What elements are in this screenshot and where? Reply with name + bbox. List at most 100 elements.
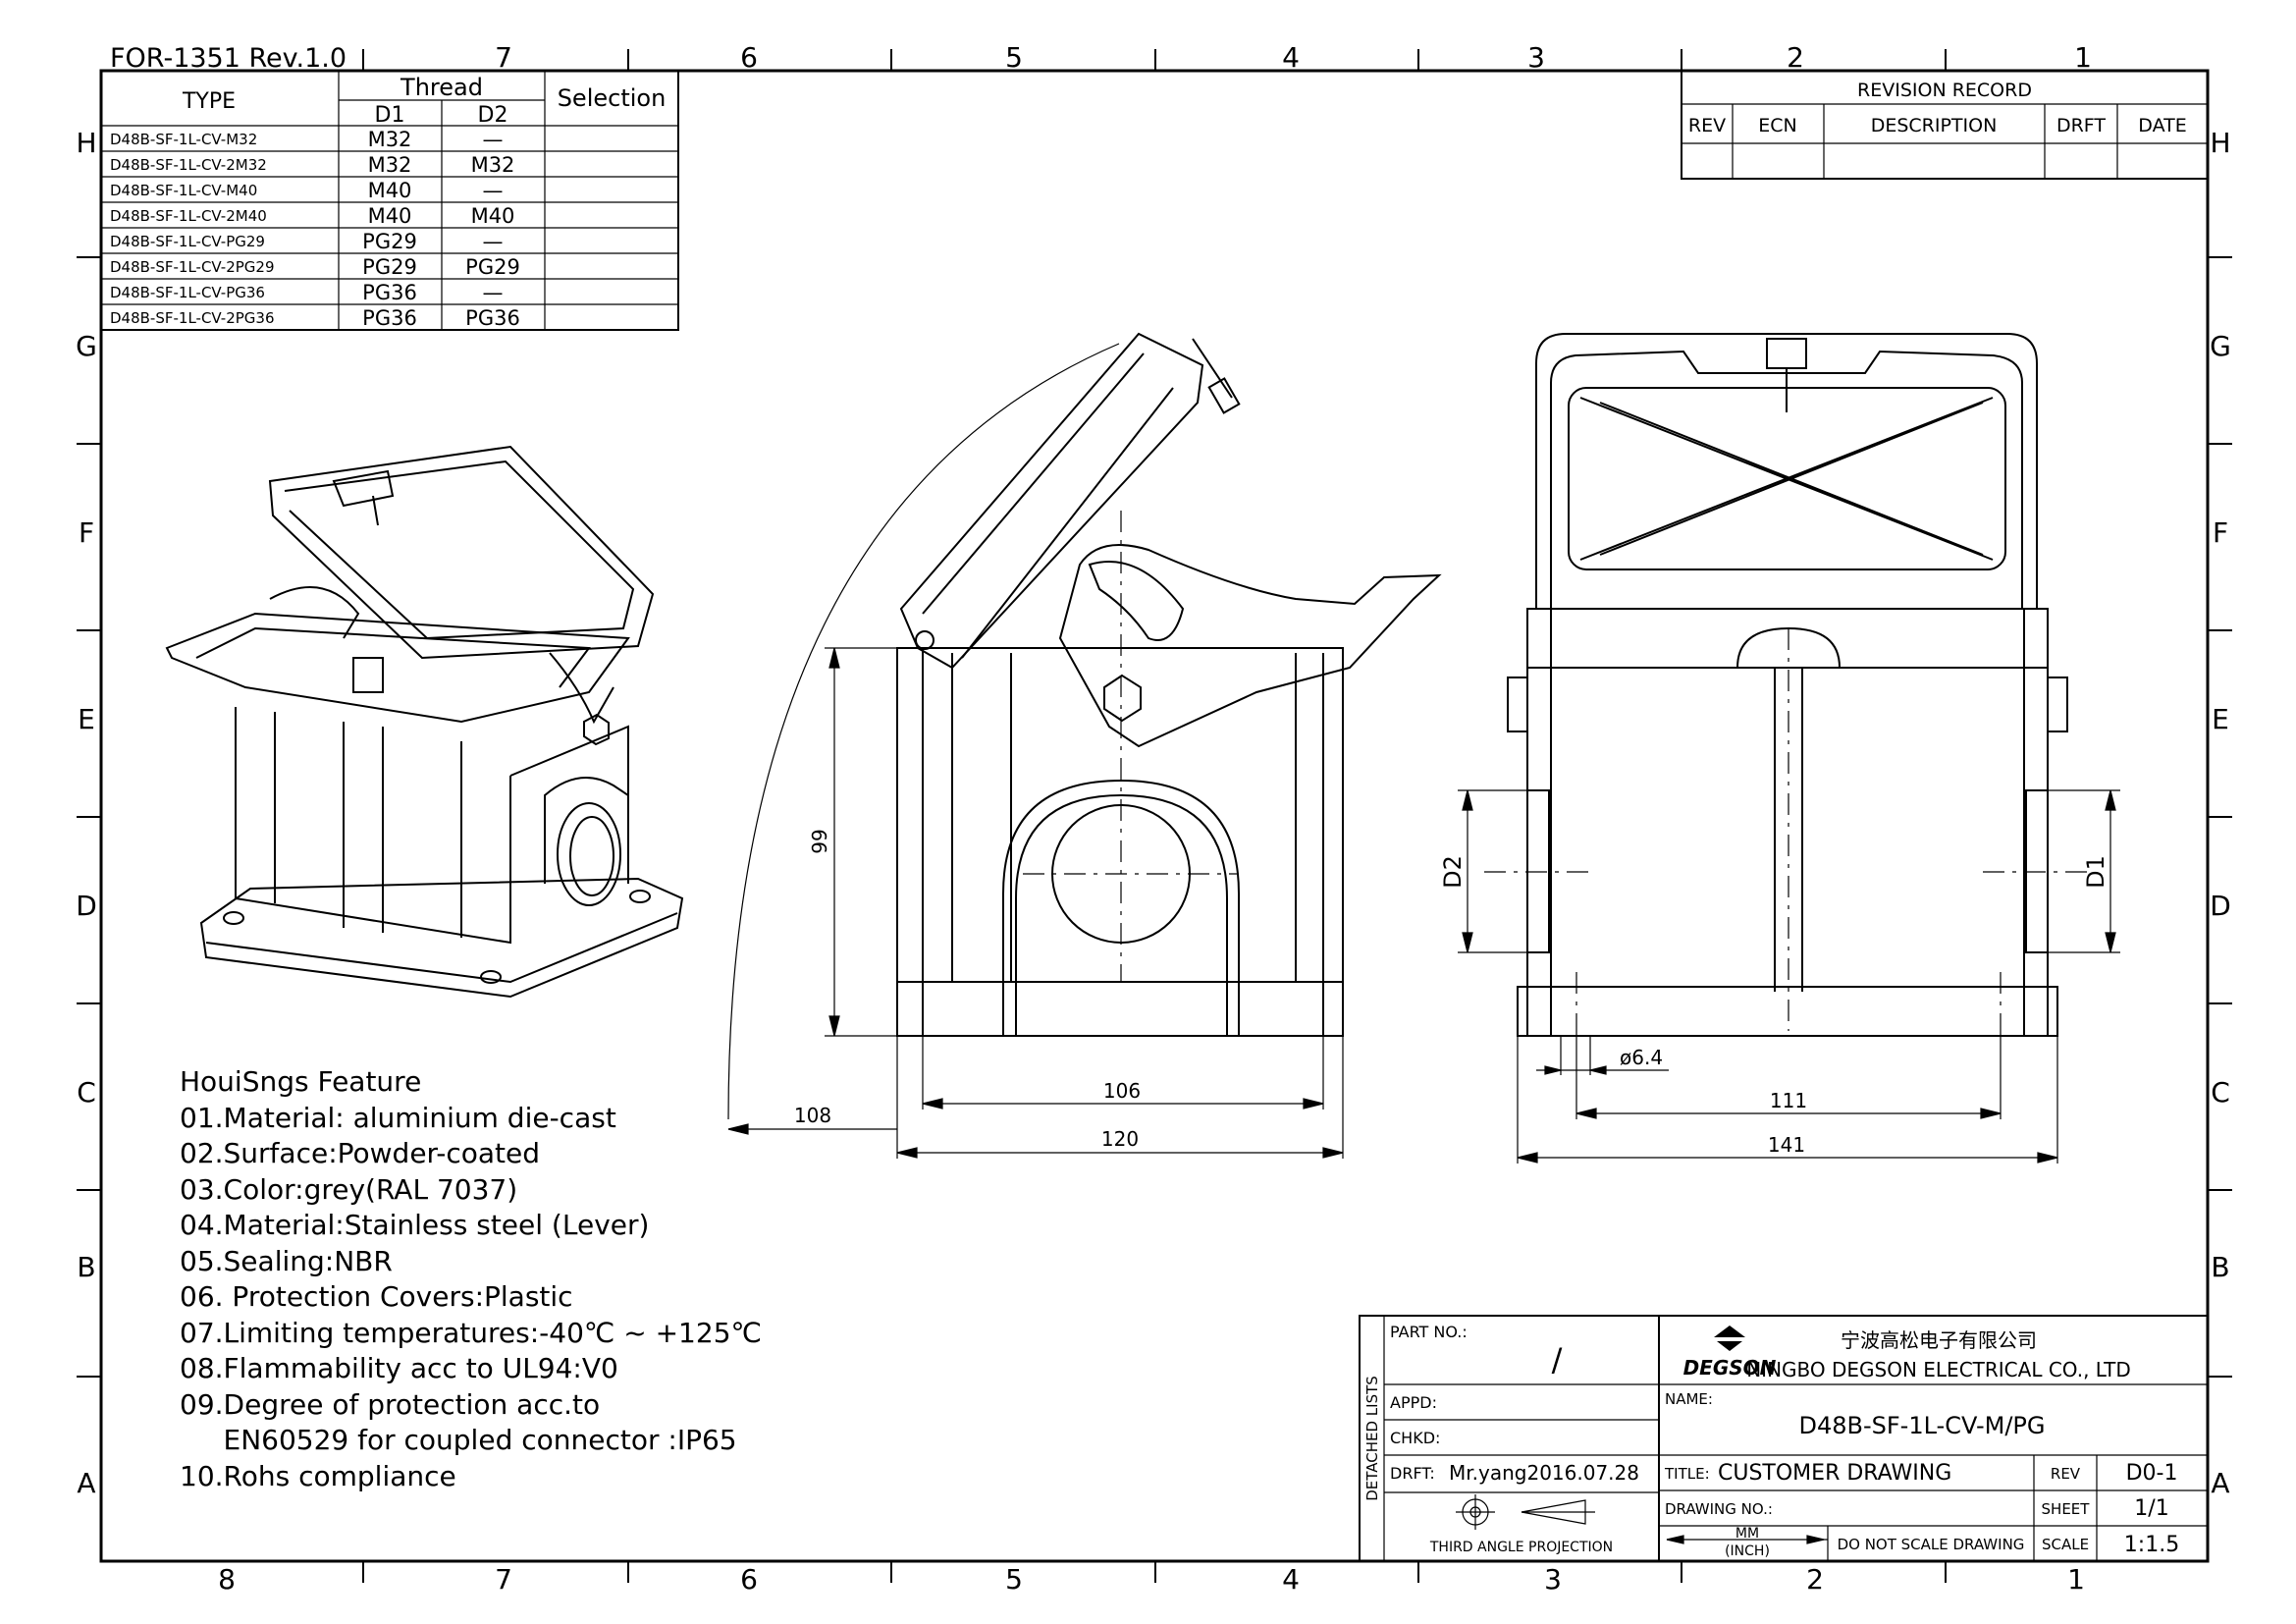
sheet-label: SHEET (2042, 1500, 2091, 1518)
zone-col-bottom: 3 (1544, 1563, 1562, 1596)
d1-cell: M40 (368, 204, 412, 228)
d2-cell: — (483, 179, 504, 202)
drft-value: Mr.yang2016.07.28 (1449, 1461, 1639, 1485)
zone-row-right: B (2211, 1251, 2229, 1283)
zone-col-top: 5 (1005, 41, 1023, 74)
zone-row-right: E (2212, 703, 2229, 735)
no-scale-note: DO NOT SCALE DRAWING (1838, 1536, 2025, 1553)
isometric-view (165, 445, 684, 999)
unit-mm: MM (1735, 1526, 1759, 1542)
zone-col-top: 1 (2074, 41, 2092, 74)
zone-row-left: G (76, 330, 97, 362)
brand-text: DEGSON (1683, 1356, 1777, 1380)
d1-cell: PG36 (362, 281, 417, 304)
d2-cell: M32 (471, 153, 515, 177)
zone-row-right: C (2211, 1076, 2230, 1109)
d2-cell: — (483, 281, 504, 304)
zone-row-left: A (77, 1467, 95, 1499)
zone-row-left: H (76, 127, 96, 159)
feature-item: 05.Sealing:NBR (180, 1244, 393, 1277)
detached-lists-label: DETACHED LISTS (1363, 1376, 1381, 1501)
rev-value: D0-1 (2126, 1461, 2178, 1486)
part-no-value: / (1552, 1341, 1563, 1379)
revision-record-table: REVISION RECORD REV ECN DESCRIPTION DRFT… (1681, 70, 2209, 180)
zone-row-left: E (78, 703, 95, 735)
zone-col-bottom: 6 (740, 1563, 758, 1596)
feature-item: 09.Degree of protection acc.to (180, 1387, 601, 1421)
feature-item: 01.Material: aluminium die-cast (180, 1101, 616, 1134)
dim-hole: ø6.4 (1620, 1046, 1663, 1069)
company-name-en: NINGBO DEGSON ELECTRICAL CO., LTD (1746, 1358, 2131, 1381)
type-cell: D48B-SF-1L-CV-2PG29 (110, 258, 275, 276)
type-table: TYPE Thread D1 D2 Selection D48B-SF-1L-C… (100, 70, 679, 331)
zone-col-bottom: 8 (218, 1563, 236, 1596)
zone-col-top: 6 (740, 41, 758, 74)
third-angle-projection-icon (1456, 1494, 1595, 1530)
d2-cell: — (483, 128, 504, 151)
drft-col-header: DRFT (2056, 115, 2106, 136)
title-block: DETACHED LISTS PART NO.: / APPD: CHKD: D… (1359, 1315, 2209, 1562)
zone-col-bottom: 5 (1005, 1563, 1023, 1596)
type-cell: D48B-SF-1L-CV-PG36 (110, 284, 265, 301)
d2-cell: PG36 (465, 306, 520, 330)
zone-row-right: G (2210, 330, 2231, 362)
zone-row-left: D (76, 890, 97, 922)
zone-col-bottom: 4 (1282, 1563, 1300, 1596)
chkd-label: CHKD: (1390, 1429, 1440, 1447)
title-value: CUSTOMER DRAWING (1718, 1461, 1951, 1486)
sheet-value: 1/1 (2134, 1496, 2168, 1521)
selection-header: Selection (558, 84, 667, 112)
scale-label: SCALE (2042, 1536, 2089, 1553)
drawing-no-label: DRAWING NO.: (1665, 1500, 1773, 1518)
d1-header: D1 (375, 103, 405, 128)
rev-label: REV (2051, 1465, 2081, 1483)
side-view: D2 D1 ø6.4 111 (1439, 333, 2120, 1164)
dim-108: 108 (794, 1104, 831, 1127)
feature-item: 02.Surface:Powder-coated (180, 1137, 541, 1169)
type-cell: D48B-SF-1L-CV-M40 (110, 182, 257, 199)
drft-label: DRFT: (1390, 1464, 1435, 1483)
d1-cell: M32 (368, 153, 412, 177)
projection-label: THIRD ANGLE PROJECTION (1429, 1540, 1613, 1555)
d1-cell: M40 (368, 179, 412, 202)
type-cell: D48B-SF-1L-CV-2PG36 (110, 309, 275, 327)
feature-item: 07.Limiting temperatures:-40℃ ~ +125℃ (180, 1316, 762, 1349)
side-zone-ticks (77, 256, 2232, 1378)
dim-111: 111 (1770, 1089, 1807, 1112)
type-cell: D48B-SF-1L-CV-2M40 (110, 207, 267, 225)
description-col-header: DESCRIPTION (1871, 115, 1998, 136)
d2-cell: PG29 (465, 255, 520, 279)
dim-106: 106 (1103, 1079, 1141, 1103)
rev-col-header: REV (1688, 115, 1726, 136)
name-value: D48B-SF-1L-CV-M/PG (1798, 1412, 2045, 1439)
features-list: HouiSngs Feature 01.Material: aluminium … (180, 1064, 762, 1494)
dim-d2: D2 (1439, 855, 1467, 889)
d2-header: D2 (478, 103, 508, 128)
revision-title: REVISION RECORD (1857, 80, 2032, 101)
zone-col-top: 7 (495, 41, 512, 74)
d2-cell: — (483, 230, 504, 253)
dim-141: 141 (1768, 1133, 1805, 1157)
appd-label: APPD: (1390, 1393, 1437, 1412)
feature-item: 03.Color:grey(RAL 7037) (180, 1172, 518, 1206)
zone-col-bottom: 1 (2067, 1563, 2085, 1596)
top-zone-ticks (362, 49, 1947, 71)
name-label: NAME: (1665, 1390, 1713, 1408)
feature-item: 06. Protection Covers:Plastic (180, 1280, 573, 1313)
part-no-label: PART NO.: (1390, 1323, 1468, 1341)
zone-row-left: C (77, 1076, 96, 1109)
zone-row-right: F (2213, 516, 2228, 549)
feature-item: 04.Material:Stainless steel (Lever) (180, 1209, 650, 1241)
zone-row-right: H (2210, 127, 2230, 159)
zone-row-right: A (2211, 1467, 2229, 1499)
zone-row-right: D (2210, 890, 2231, 922)
zone-col-top: 2 (1787, 41, 1804, 74)
d1-cell: M32 (368, 128, 412, 151)
zone-col-bottom: 2 (1806, 1563, 1824, 1596)
feature-item: 10.Rohs compliance (180, 1459, 456, 1492)
form-id: FOR-1351 Rev.1.0 (110, 43, 347, 74)
type-cell: D48B-SF-1L-CV-2M32 (110, 156, 267, 174)
title-label: TITLE: (1664, 1465, 1710, 1483)
type-cell: D48B-SF-1L-CV-M32 (110, 131, 257, 148)
